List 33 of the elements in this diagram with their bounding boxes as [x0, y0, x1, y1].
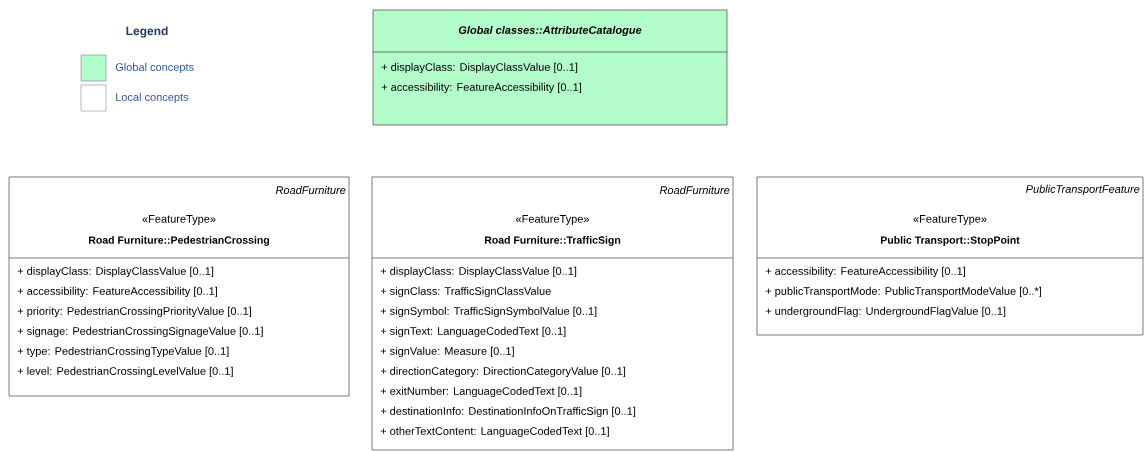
stereotype: «FeatureType» [913, 215, 987, 225]
parent-class-name: RoadFurniture [275, 185, 346, 195]
attribute: + exitNumber: LanguageCodedText [0..1] [380, 386, 582, 398]
attribute: + undergroundFlag: UndergroundFlagValue [0..1] [765, 306, 1006, 318]
attribute: + signText: LanguageCodedText [0..1] [380, 326, 566, 338]
class-name: Road Furniture::PedestrianCrossing [89, 236, 269, 246]
stereotype: «FeatureType» [515, 215, 590, 225]
stereotype: «FeatureType» [142, 215, 216, 225]
attribute: + signValue: Measure [0..1] [380, 346, 514, 358]
attribute: + type: PedestrianCrossingTypeValue [0..1] [17, 346, 229, 358]
attribute: + directionCategory: DirectionCategoryValue [0..1] [380, 366, 626, 378]
class-name: Road Furniture::TrafficSign [484, 236, 621, 246]
legend-label: Local concepts [116, 92, 189, 104]
legend-label: Global concepts [115, 62, 194, 74]
class-name: Public Transport::StopPoint [881, 236, 1020, 246]
attribute: + displayClass: DisplayClassValue [0..1] [381, 62, 578, 74]
attribute: + publicTransportMode: PublicTransportModeValue [0..*] [765, 286, 1042, 298]
attribute: + displayClass: DisplayClassValue [0..1] [17, 266, 214, 278]
attribute: + accessibility: FeatureAccessibility [0..1] [381, 82, 582, 94]
attribute: + accessibility: FeatureAccessibility [0..1] [17, 286, 218, 298]
attribute: + signage: PedestrianCrossingSignageValue [0..1] [17, 326, 263, 338]
attribute: + accessibility: FeatureAccessibility [0..1] [765, 266, 965, 278]
attribute: + priority: PedestrianCrossingPriorityValue [0..1] [17, 306, 252, 318]
legend-title: Legend [126, 26, 168, 38]
attribute: + displayClass: DisplayClassValue [0..1] [380, 266, 577, 278]
attribute: + destinationInfo: DestinationInfoOnTrafficSign [0..1] [380, 406, 636, 418]
attribute: + signSymbol: TrafficSignSymbolValue [0..1] [380, 306, 597, 318]
parent-class-name: PublicTransportFeature [1026, 184, 1140, 196]
parent-class-name: RoadFurniture [659, 185, 730, 195]
attribute: + level: PedestrianCrossingLevelValue [0..1] [17, 366, 233, 378]
attribute: + signClass: TrafficSignClassValue [380, 286, 551, 298]
attribute: + otherTextContent: LanguageCodedText [0..1] [380, 426, 609, 438]
class-name: Global classes::AttributeCatalogue [458, 25, 642, 37]
